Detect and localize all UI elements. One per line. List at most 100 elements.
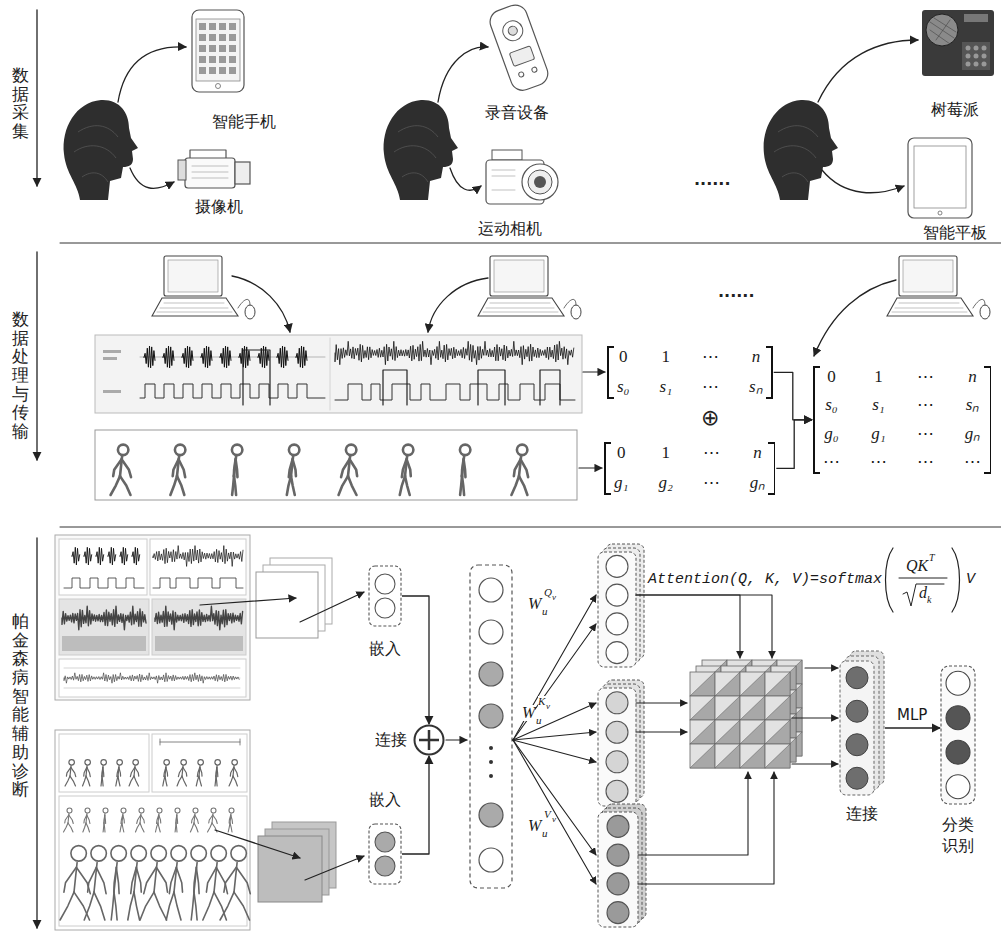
mouse <box>571 305 581 319</box>
attention-cell-shade <box>715 744 740 768</box>
label-text: v <box>552 593 556 602</box>
figure-arm <box>117 767 119 776</box>
figure-arm <box>173 459 179 476</box>
matrix-bracket <box>984 366 991 368</box>
mouse <box>245 305 255 319</box>
label-text: V <box>966 572 975 587</box>
laptop-base <box>478 298 564 316</box>
figure-leg <box>216 776 217 786</box>
mouse-cord <box>238 299 250 308</box>
figure-arm <box>121 815 123 824</box>
figure-arm <box>130 767 134 776</box>
figure-head <box>460 445 471 456</box>
app-icon <box>219 23 226 30</box>
node-text: 分类 识别 <box>940 815 975 857</box>
pulse-trace <box>335 384 575 400</box>
figure-head <box>69 760 75 766</box>
connector <box>774 372 812 419</box>
embedding-box: 嵌入 <box>368 565 402 660</box>
gait-subpanel <box>152 734 247 792</box>
embedding-outline <box>369 824 401 884</box>
walking-figure <box>116 760 123 786</box>
figure-arm <box>209 815 213 823</box>
figure-arm <box>175 815 177 823</box>
attention-cell-shade <box>765 720 790 744</box>
walking-figure <box>166 846 186 920</box>
speech-burst <box>132 547 140 565</box>
matrix-bracket <box>768 493 775 495</box>
figure-arm <box>122 459 131 477</box>
figure-arm <box>521 459 529 477</box>
label-text: v <box>546 702 550 711</box>
vector-unit <box>606 751 628 773</box>
projection-arrow <box>513 624 596 740</box>
curved-arrow <box>814 280 896 356</box>
walking-figure <box>511 445 528 495</box>
figure-head <box>181 760 187 766</box>
matrix-bracket <box>813 472 820 474</box>
attention-cell-shade <box>690 720 715 744</box>
mouse-cord <box>564 299 576 308</box>
segment-bracket <box>243 350 270 405</box>
label-text: u <box>536 715 542 726</box>
device-label: 树莓派 <box>931 100 979 121</box>
vector-unit <box>846 734 868 756</box>
vector-unit <box>846 700 868 722</box>
attention-cell <box>690 672 715 696</box>
figure-arm <box>293 459 296 476</box>
node-text: ⋯ <box>917 395 934 415</box>
projection-arrow <box>513 703 596 740</box>
figure-leg <box>405 476 410 495</box>
app-icon <box>199 23 206 30</box>
gait-matrix: 01⋯ng₁g₂⋯gₙ <box>604 442 775 495</box>
figure-arm <box>144 867 157 893</box>
vector-unit <box>479 848 503 872</box>
vector-unit <box>606 555 628 577</box>
node-text: 录音设备 <box>485 103 549 122</box>
figure-arm <box>157 815 159 824</box>
node-text: s₀ <box>825 395 838 415</box>
camcorder-icon <box>185 158 235 188</box>
figure-arm <box>69 815 74 824</box>
head-texture <box>74 126 118 182</box>
figure-torso <box>176 814 177 824</box>
projection-stack <box>598 688 636 806</box>
figure-head <box>193 808 198 813</box>
speech-waveform <box>335 341 574 364</box>
microphone-mesh <box>930 18 956 44</box>
matrix-bracket <box>768 442 775 444</box>
walking-figure <box>228 808 234 832</box>
walking-figure <box>83 760 91 786</box>
gait-panel <box>95 430 577 500</box>
vector-unit <box>606 692 628 714</box>
output-vector: 分类 识别 <box>940 665 976 857</box>
laptop-screen <box>164 256 222 296</box>
figure-head <box>67 808 72 813</box>
node-text: 嵌入 <box>369 790 401 811</box>
vector-unit <box>479 620 503 644</box>
node-text: s₀ <box>617 377 630 397</box>
figure-head <box>175 445 186 456</box>
figure-head <box>211 846 227 862</box>
attention-arrow <box>636 731 687 732</box>
figure-leg <box>199 776 201 786</box>
figure-leg <box>460 476 462 495</box>
figure-leg <box>177 476 184 495</box>
board-dot <box>966 54 971 59</box>
walking-figure <box>129 760 139 786</box>
laptop-base <box>152 298 238 316</box>
spectrogram-panel <box>152 599 246 655</box>
figure-head <box>151 846 167 862</box>
attention-cell <box>765 672 790 696</box>
segment-bracket <box>383 370 407 405</box>
figure-leg <box>86 776 90 786</box>
figure-head <box>121 808 126 813</box>
label-text: V <box>544 809 551 820</box>
figure-head <box>175 808 180 813</box>
figure-arm <box>192 815 195 823</box>
figure-leg <box>348 476 357 495</box>
section-arrow <box>36 10 37 186</box>
attention-cell-shade <box>765 744 790 768</box>
laptop-display <box>903 260 953 292</box>
vector-unit <box>375 598 395 618</box>
